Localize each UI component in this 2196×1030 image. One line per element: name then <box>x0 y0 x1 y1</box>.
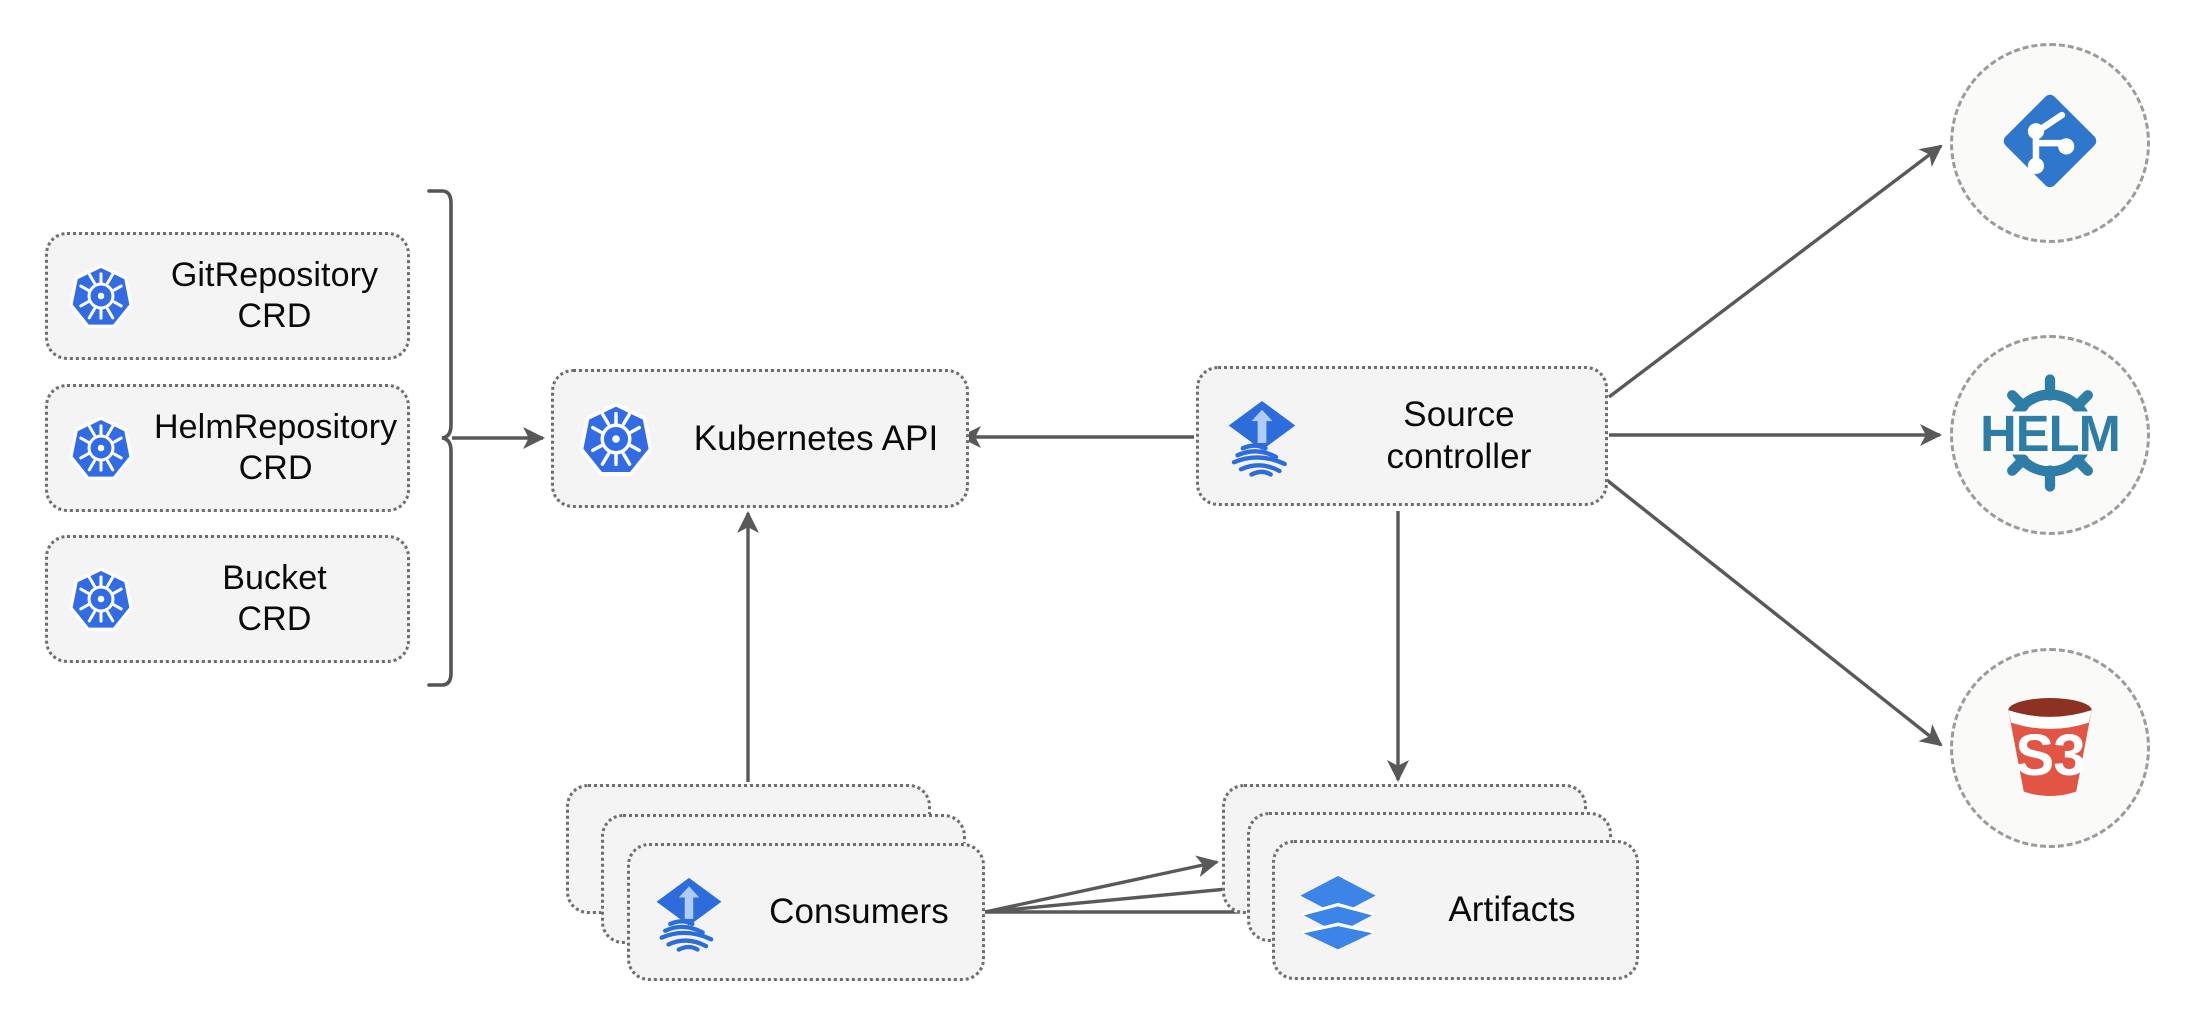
kubernetes-icon <box>48 415 154 481</box>
node-artifacts[interactable]: Artifacts <box>1272 840 1639 980</box>
kubernetes-icon <box>48 566 154 632</box>
helm-icon: HELM <box>1975 358 2125 513</box>
crd-card-bucket[interactable]: Bucket CRD <box>45 535 410 663</box>
source-circle-helm[interactable]: HELM <box>1950 335 2150 535</box>
node-label: Consumers <box>769 892 949 931</box>
layers-icon <box>1275 867 1400 953</box>
s3-bucket-icon: S3 <box>1987 683 2113 814</box>
node-consumers[interactable]: Consumers <box>627 843 985 981</box>
kubernetes-icon <box>48 263 154 329</box>
node-kubernetes-api[interactable]: Kubernetes API <box>551 369 969 508</box>
edge-consumers-to-artifacts-1 <box>984 855 1219 914</box>
helm-wordmark: HELM <box>1980 404 2120 461</box>
edge-source-controller-to-s3 <box>1601 475 1943 747</box>
node-source-controller[interactable]: Source controller <box>1196 366 1608 506</box>
crd-group-brace <box>427 189 453 687</box>
kubernetes-icon <box>554 401 678 477</box>
node-label: Kubernetes API <box>693 418 939 458</box>
s3-wordmark: S3 <box>2015 723 2084 788</box>
crd-card-label: Bucket CRD <box>222 559 327 638</box>
git-icon <box>1996 87 2104 200</box>
flux-icon <box>1199 394 1325 478</box>
crd-card-helmrepository[interactable]: HelmRepository CRD <box>45 384 410 512</box>
flux-icon <box>630 871 748 953</box>
node-label: Artifacts <box>1448 890 1576 929</box>
edge-source-controller-to-git <box>1607 144 1943 399</box>
crd-card-label: HelmRepository CRD <box>154 408 398 487</box>
crd-card-label: GitRepository CRD <box>170 256 379 335</box>
node-label: Source controller <box>1386 395 1532 476</box>
crd-card-gitrepository[interactable]: GitRepository CRD <box>45 232 410 360</box>
source-circle-git[interactable] <box>1950 43 2150 243</box>
source-circle-s3[interactable]: S3 <box>1950 648 2150 848</box>
edge-consumers-to-artifacts-2 <box>984 877 1251 914</box>
